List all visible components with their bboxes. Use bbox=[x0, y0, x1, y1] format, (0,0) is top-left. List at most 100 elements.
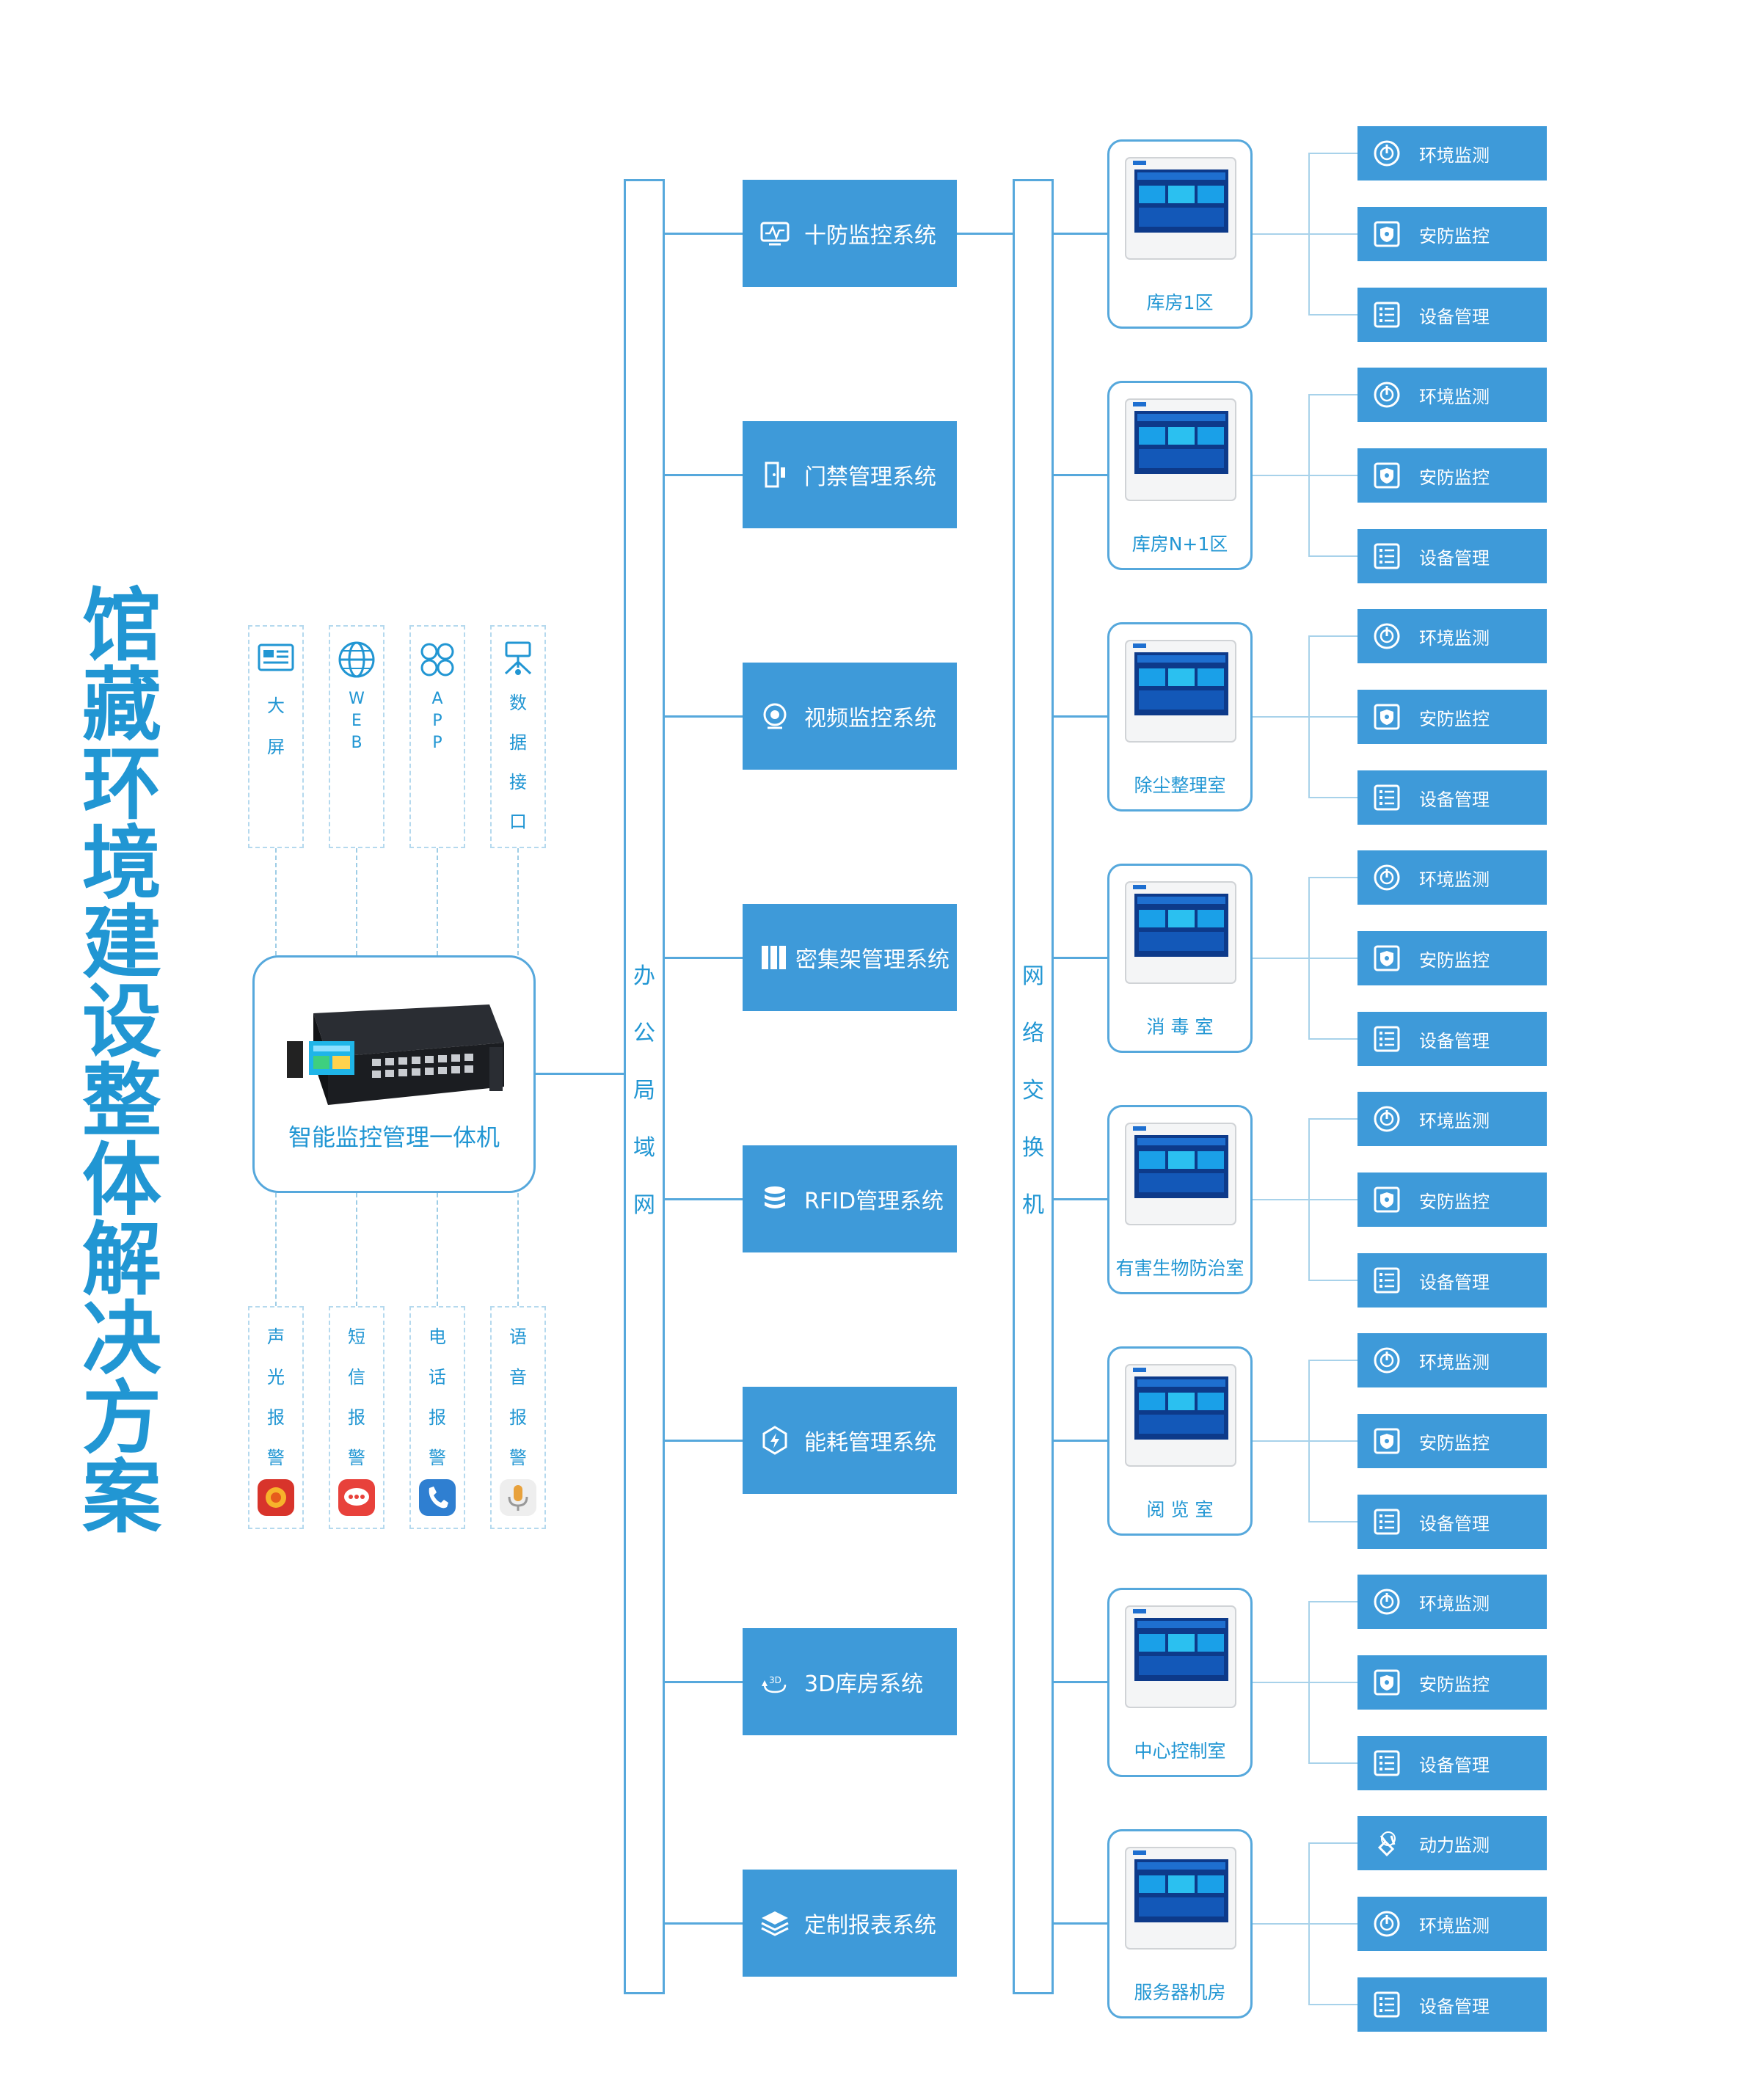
sub-label: 动力监测 bbox=[1419, 1834, 1490, 1856]
room-storage-1: 库房1区 bbox=[1107, 139, 1253, 329]
pulse-monitor-icon bbox=[760, 222, 790, 246]
channel-data-interface: 数 据 接 口 bbox=[490, 625, 546, 848]
title-char: 整 bbox=[81, 1056, 161, 1148]
power-ring-icon bbox=[1374, 623, 1400, 649]
title-char: 藏 bbox=[81, 660, 161, 751]
room-central-control: 中心控制室 bbox=[1107, 1588, 1253, 1777]
system-video-monitor[interactable]: 视频监控系统 bbox=[743, 663, 957, 770]
sub-environment[interactable]: 环境监测 bbox=[1357, 1333, 1547, 1387]
sub-device[interactable]: 设备管理 bbox=[1357, 288, 1547, 342]
sub-environment[interactable]: 环境监测 bbox=[1357, 1575, 1547, 1629]
system-access-control[interactable]: 门禁管理系统 bbox=[743, 421, 957, 528]
title-char: 环 bbox=[81, 739, 161, 831]
device-list-icon bbox=[1374, 302, 1400, 328]
alarm-char: 警 bbox=[267, 1448, 285, 1468]
touch-panel-icon bbox=[1125, 1605, 1236, 1708]
room-label: 消 毒 室 bbox=[1146, 1016, 1214, 1037]
data-interface-icon bbox=[492, 640, 544, 682]
touch-panel-icon bbox=[1125, 881, 1236, 984]
touch-panel-icon bbox=[1125, 1364, 1236, 1467]
system-compact-shelf[interactable]: 密集架管理系统 bbox=[743, 904, 957, 1011]
sub-label: 环境监测 bbox=[1419, 627, 1490, 649]
shield-icon bbox=[1374, 945, 1400, 971]
sub-security[interactable]: 安防监控 bbox=[1357, 690, 1547, 744]
sub-label: 设备管理 bbox=[1419, 306, 1490, 327]
sub-device[interactable]: 设备管理 bbox=[1357, 1977, 1547, 2032]
sub-label: 安防监控 bbox=[1419, 467, 1490, 488]
touch-panel-icon bbox=[1125, 1123, 1236, 1225]
svg-text:3D: 3D bbox=[769, 1675, 781, 1685]
sub-environment[interactable]: 环境监测 bbox=[1357, 850, 1547, 905]
title-char: 体 bbox=[81, 1135, 161, 1227]
room-server: 服务器机房 bbox=[1107, 1829, 1253, 2018]
alarm-char: 信 bbox=[348, 1367, 365, 1387]
alarm-char: 报 bbox=[348, 1407, 365, 1428]
bus-char: 公 bbox=[633, 1021, 655, 1046]
sub-label: 设备管理 bbox=[1419, 789, 1490, 810]
room-dust-removal: 除尘整理室 bbox=[1107, 622, 1253, 812]
system-energy[interactable]: 能耗管理系统 bbox=[743, 1387, 957, 1494]
sub-label: 设备管理 bbox=[1419, 1030, 1490, 1051]
sub-device[interactable]: 设备管理 bbox=[1357, 1736, 1547, 1790]
system-custom-report[interactable]: 定制报表系统 bbox=[743, 1870, 957, 1977]
sub-environment[interactable]: 环境监测 bbox=[1357, 1897, 1547, 1951]
room-storage-n1: 库房N+1区 bbox=[1107, 381, 1253, 570]
sub-environment[interactable]: 环境监测 bbox=[1357, 126, 1547, 180]
access-door-icon bbox=[765, 462, 785, 488]
database-icon bbox=[765, 1186, 785, 1208]
system-rfid[interactable]: RFID管理系统 bbox=[743, 1145, 957, 1252]
sub-environment[interactable]: 环境监测 bbox=[1357, 368, 1547, 422]
sub-security[interactable]: 安防监控 bbox=[1357, 931, 1547, 985]
alarm-sound-light: 声 光 报 警 bbox=[248, 1306, 304, 1529]
channel-char: P bbox=[432, 734, 442, 752]
sub-power[interactable]: 动力监测 bbox=[1357, 1816, 1547, 1870]
sub-device[interactable]: 设备管理 bbox=[1357, 1012, 1547, 1066]
touch-panel-icon bbox=[1125, 398, 1236, 501]
sub-security[interactable]: 安防监控 bbox=[1357, 1414, 1547, 1468]
alarm-char: 报 bbox=[267, 1407, 285, 1428]
device-list-icon bbox=[1374, 543, 1400, 569]
sub-security[interactable]: 安防监控 bbox=[1357, 207, 1547, 261]
title-char: 设 bbox=[81, 977, 161, 1068]
siren-alarm-icon bbox=[249, 1478, 302, 1520]
channel-web: W E B bbox=[329, 625, 384, 848]
sub-security[interactable]: 安防监控 bbox=[1357, 448, 1547, 503]
system-3d-warehouse[interactable]: 3D 3D库房系统 bbox=[743, 1628, 957, 1735]
alarm-char: 音 bbox=[509, 1367, 527, 1387]
system-tenfold-monitor[interactable]: 十防监控系统 bbox=[743, 180, 957, 287]
phone-icon bbox=[411, 1478, 464, 1520]
bus-char: 机 bbox=[1022, 1192, 1044, 1218]
bus-char: 络 bbox=[1022, 1021, 1044, 1046]
system-label: RFID管理系统 bbox=[804, 1189, 944, 1214]
power-ring-icon bbox=[1374, 1589, 1400, 1615]
sub-label: 安防监控 bbox=[1419, 1432, 1490, 1454]
channel-app: A P P bbox=[409, 625, 465, 848]
page-title: 馆 藏 环 境 建 设 整 体 解 决 方 案 bbox=[70, 587, 173, 1538]
bus-char: 换 bbox=[1022, 1135, 1044, 1161]
sub-label: 设备管理 bbox=[1419, 1272, 1490, 1293]
device-list-icon bbox=[1374, 784, 1400, 811]
alarm-char: 话 bbox=[429, 1367, 446, 1387]
sub-device[interactable]: 设备管理 bbox=[1357, 1495, 1547, 1549]
sms-bubble-icon bbox=[330, 1478, 383, 1520]
sub-security[interactable]: 安防监控 bbox=[1357, 1173, 1547, 1227]
sub-security[interactable]: 安防监控 bbox=[1357, 1655, 1547, 1710]
display-panel-icon bbox=[249, 643, 302, 678]
alarm-char: 报 bbox=[429, 1407, 446, 1428]
sub-label: 安防监控 bbox=[1419, 949, 1490, 971]
system-label: 十防监控系统 bbox=[804, 223, 936, 249]
room-disinfection: 消 毒 室 bbox=[1107, 864, 1253, 1053]
power-ring-icon bbox=[1374, 1347, 1400, 1374]
bus-char: 网 bbox=[1022, 963, 1044, 989]
sub-environment[interactable]: 环境监测 bbox=[1357, 609, 1547, 663]
sub-device[interactable]: 设备管理 bbox=[1357, 529, 1547, 583]
sub-environment[interactable]: 环境监测 bbox=[1357, 1092, 1547, 1146]
channel-char: 数 bbox=[509, 693, 527, 713]
network-switch-bus: 网 络 交 换 机 bbox=[1013, 179, 1054, 1994]
camera-icon bbox=[763, 703, 787, 729]
sub-device[interactable]: 设备管理 bbox=[1357, 770, 1547, 825]
sub-device[interactable]: 设备管理 bbox=[1357, 1253, 1547, 1308]
title-char: 决 bbox=[81, 1294, 161, 1385]
shield-icon bbox=[1374, 221, 1400, 247]
bus-char: 局 bbox=[633, 1078, 655, 1104]
